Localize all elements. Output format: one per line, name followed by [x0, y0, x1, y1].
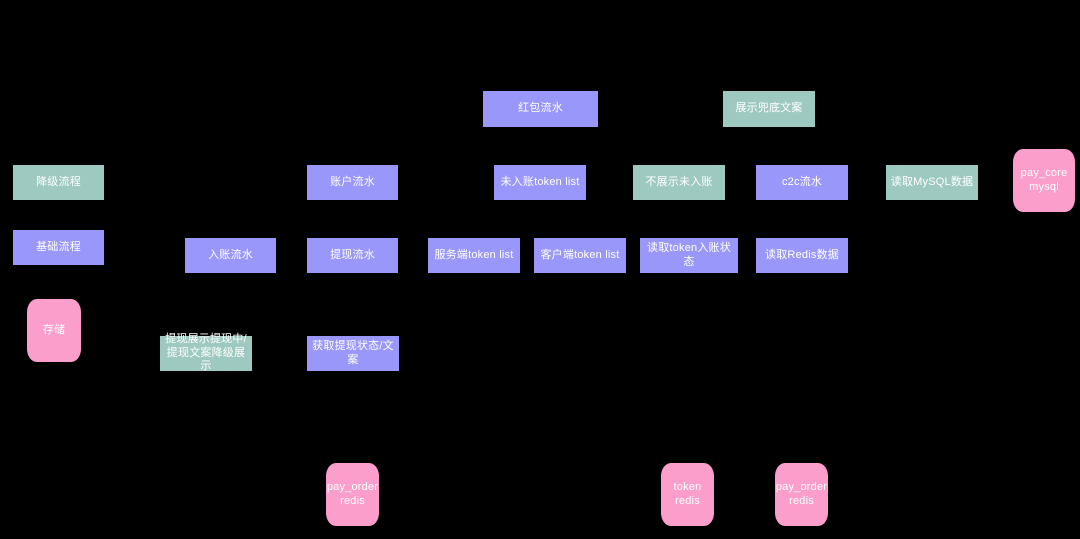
diagram-node-n08[interactable]: 读取MySQL数据	[886, 165, 978, 200]
diagram-node-n14[interactable]: 客户端token list	[534, 238, 626, 273]
diagram-node-n05[interactable]: 未入账token list	[494, 165, 586, 200]
node-label: 读取MySQL数据	[890, 175, 974, 188]
diagram-node-n21[interactable]: token redis	[661, 463, 714, 526]
diagram-node-n13[interactable]: 服务端token list	[428, 238, 520, 273]
diagram-node-n12[interactable]: 提现流水	[307, 238, 398, 273]
node-label: 不展示未入账	[645, 175, 713, 188]
node-label: 获取提现状态/文案	[312, 339, 394, 366]
diagram-node-n10[interactable]: 基础流程	[13, 230, 104, 265]
diagram-node-n07[interactable]: c2c流水	[756, 165, 848, 200]
node-label: token redis	[673, 480, 702, 507]
node-label: pay_order redis	[775, 480, 828, 507]
node-label: 账户流水	[330, 175, 375, 188]
diagram-node-n17[interactable]: 存储	[27, 299, 81, 362]
diagram-node-n06[interactable]: 不展示未入账	[633, 165, 725, 200]
node-label: 客户端token list	[540, 248, 620, 261]
diagram-node-n19[interactable]: 获取提现状态/文案	[307, 336, 399, 371]
node-label: 基础流程	[36, 240, 81, 253]
diagram-node-n04[interactable]: 账户流水	[307, 165, 398, 200]
diagram-node-n11[interactable]: 入账流水	[185, 238, 276, 273]
node-label: 读取token入账状态	[647, 241, 731, 268]
diagram-node-n16[interactable]: 读取Redis数据	[756, 238, 848, 273]
node-label: 读取Redis数据	[765, 248, 839, 261]
node-label: 未入账token list	[500, 175, 580, 188]
diagram-node-n09[interactable]: pay_core mysql	[1013, 149, 1075, 212]
diagram-node-n01[interactable]: 红包流水	[483, 91, 598, 127]
node-label: 服务端token list	[434, 248, 514, 261]
diagram-node-n20[interactable]: pay_order redis	[326, 463, 379, 526]
node-label: 提现展示提现中/提现文案降级展示	[165, 332, 247, 373]
diagram-node-n18[interactable]: 提现展示提现中/提现文案降级展示	[160, 332, 252, 373]
node-label: 降级流程	[36, 175, 81, 188]
node-label: pay_order redis	[326, 480, 379, 507]
diagram-node-n02[interactable]: 展示兜底文案	[723, 91, 815, 127]
diagram-node-n15[interactable]: 读取token入账状态	[640, 238, 738, 273]
diagram-node-n03[interactable]: 降级流程	[13, 165, 104, 200]
diagram-node-n22[interactable]: pay_order redis	[775, 463, 828, 526]
node-label: 提现流水	[330, 248, 375, 261]
node-label: c2c流水	[781, 175, 823, 188]
node-label: 入账流水	[208, 248, 253, 261]
node-label: 红包流水	[518, 102, 563, 115]
node-label: 展示兜底文案	[735, 102, 803, 115]
node-label: 存储	[42, 323, 66, 336]
node-label: pay_core mysql	[1020, 166, 1068, 193]
